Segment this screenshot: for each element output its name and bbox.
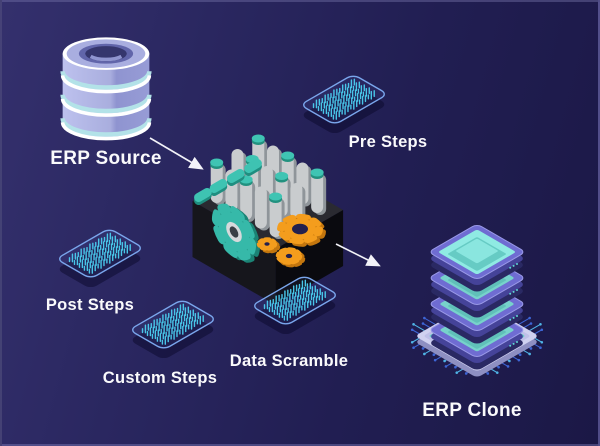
label-pre-steps: Pre Steps [348,133,428,151]
node-post-steps [44,218,156,304]
code-card-icon [44,218,156,288]
label-erp-source: ERP Source [50,148,162,169]
code-card-icon [117,289,229,359]
label-erp-clone: ERP Clone [422,400,522,421]
label-custom-steps: Custom Steps [102,369,218,387]
label-post-steps: Post Steps [45,296,135,314]
code-card-icon [288,64,400,134]
node-pre-steps [288,64,400,150]
node-erp-clone [392,216,562,398]
label-data-scramble: Data Scramble [229,352,349,370]
node-data-scramble [239,265,351,351]
code-card-icon [239,265,351,335]
node-custom-steps [117,289,229,375]
cpu-stack-icon [410,216,544,377]
node-transform-engine [190,130,350,308]
engine-gears-icon [192,134,344,305]
node-erp-source [52,32,160,144]
database-icon [60,37,152,141]
